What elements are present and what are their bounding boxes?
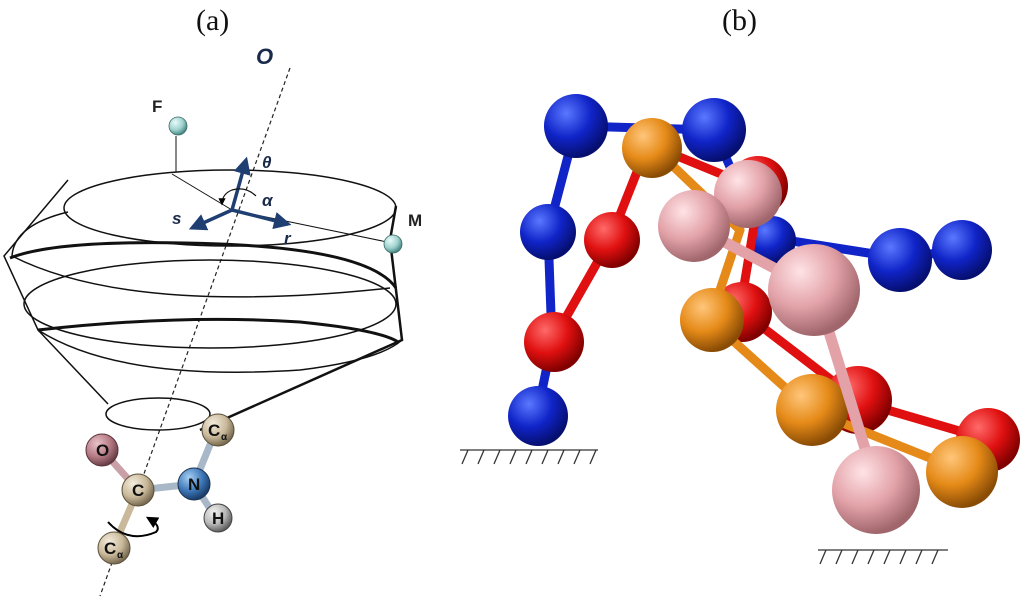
pink-atom bbox=[658, 190, 730, 262]
local-frame bbox=[188, 156, 292, 231]
cone-side-left bbox=[3, 179, 109, 405]
orange-atom bbox=[680, 288, 744, 352]
point-m-label: M bbox=[408, 211, 422, 230]
cone-band-2 bbox=[9, 241, 398, 289]
pink-atom bbox=[768, 244, 860, 336]
chain-pink bbox=[658, 160, 920, 534]
atom-nitrogen-label: N bbox=[188, 475, 200, 494]
pink-atom bbox=[832, 446, 920, 534]
peptide-fragment: O C N H C α C α bbox=[85, 413, 235, 565]
atom-calpha-bottom bbox=[97, 531, 131, 565]
blue-atom bbox=[520, 204, 576, 260]
atom-calpha-top-sub: α bbox=[221, 432, 228, 443]
atom-calpha-bottom-sub: α bbox=[117, 550, 124, 561]
cone-side-right bbox=[199, 205, 404, 432]
atom-carbon bbox=[121, 473, 155, 507]
vector-s-label: s bbox=[172, 209, 181, 228]
f-connector bbox=[171, 173, 233, 211]
pink-atom bbox=[714, 160, 782, 228]
ground-left bbox=[460, 449, 598, 465]
panel-a-label: (a) bbox=[196, 4, 229, 37]
blue-atom bbox=[508, 386, 568, 446]
vector-alpha-label: α bbox=[262, 191, 274, 210]
panel-b: (b) bbox=[460, 4, 1020, 565]
vector-theta-label: θ bbox=[262, 153, 272, 172]
atom-calpha-top bbox=[201, 413, 235, 447]
cone-band-3 bbox=[23, 259, 397, 349]
axis-label-o: O bbox=[256, 44, 273, 69]
vector-r-label: r bbox=[284, 229, 292, 248]
atom-hydrogen-label: H bbox=[212, 509, 224, 528]
theta-arrow bbox=[230, 156, 251, 211]
orange-atom bbox=[926, 436, 998, 508]
alpha-arc bbox=[218, 188, 257, 206]
blue-atom bbox=[868, 228, 932, 292]
cone-diagram bbox=[3, 169, 404, 432]
cone-base bbox=[105, 397, 211, 431]
blue-atom bbox=[748, 216, 796, 264]
rotation-arrow bbox=[107, 516, 160, 538]
axis-line bbox=[99, 67, 291, 597]
r-arrow bbox=[231, 208, 292, 230]
blue-atom bbox=[682, 98, 746, 162]
cone-band-5 bbox=[37, 329, 403, 373]
atom-calpha-top-label: C bbox=[208, 421, 220, 440]
orange-atom bbox=[622, 118, 682, 178]
orange-atom bbox=[776, 374, 848, 446]
red-atom bbox=[524, 312, 584, 372]
point-m-marker bbox=[383, 234, 403, 254]
blue-atom bbox=[932, 220, 992, 280]
panel-a: (a) O F M θ α bbox=[3, 4, 422, 597]
red-atom bbox=[584, 212, 640, 268]
point-f-marker bbox=[168, 116, 188, 136]
point-f-label: F bbox=[152, 97, 162, 116]
atom-nitrogen bbox=[177, 467, 211, 501]
ground-right bbox=[818, 549, 948, 565]
atom-calpha-bottom-label: C bbox=[104, 539, 116, 558]
cone-band-4 bbox=[37, 317, 399, 344]
atom-hydrogen bbox=[203, 503, 233, 533]
s-arrow bbox=[188, 208, 233, 231]
atom-oxygen-label: O bbox=[96, 441, 109, 460]
panel-b-label: (b) bbox=[722, 4, 757, 37]
blue-atom bbox=[544, 94, 608, 158]
atom-carbon-label: C bbox=[132, 481, 144, 500]
chain-orange bbox=[622, 118, 998, 508]
atom-oxygen bbox=[85, 433, 119, 467]
